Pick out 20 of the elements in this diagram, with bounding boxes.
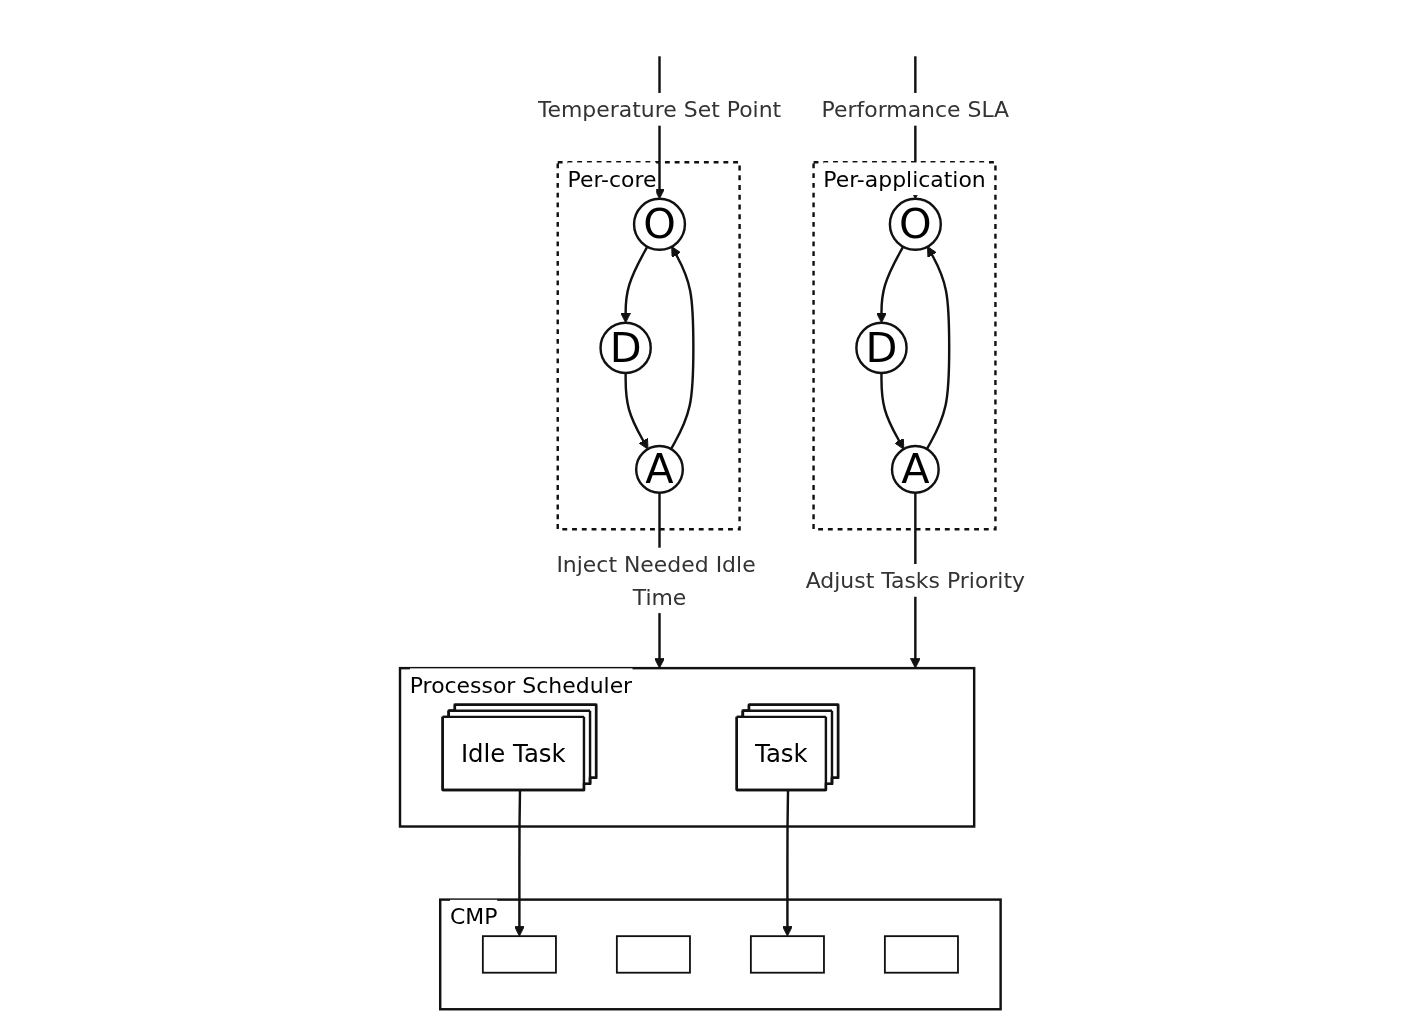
node-circle: A	[890, 444, 940, 494]
arrow	[514, 790, 525, 937]
node-circle: O	[632, 197, 687, 251]
edge-label: Performance SLA	[821, 96, 1010, 123]
node-box	[883, 935, 959, 974]
arrow	[669, 246, 695, 450]
arrow	[880, 373, 905, 450]
node-box	[615, 935, 691, 974]
edge-label: Temperature Set Point	[537, 96, 782, 123]
node-circle: D	[599, 321, 652, 375]
node-circle: O	[888, 197, 942, 251]
edge-label: Inject Needed Idle Time	[556, 551, 756, 610]
node-circle: D	[855, 321, 908, 375]
arrow	[782, 790, 793, 937]
node-box	[749, 935, 825, 974]
edge-label: Adjust Tasks Priority	[805, 567, 1025, 594]
arrow	[624, 373, 649, 450]
node-circle: A	[634, 444, 685, 494]
arrow	[925, 246, 951, 450]
node-box	[481, 935, 557, 974]
